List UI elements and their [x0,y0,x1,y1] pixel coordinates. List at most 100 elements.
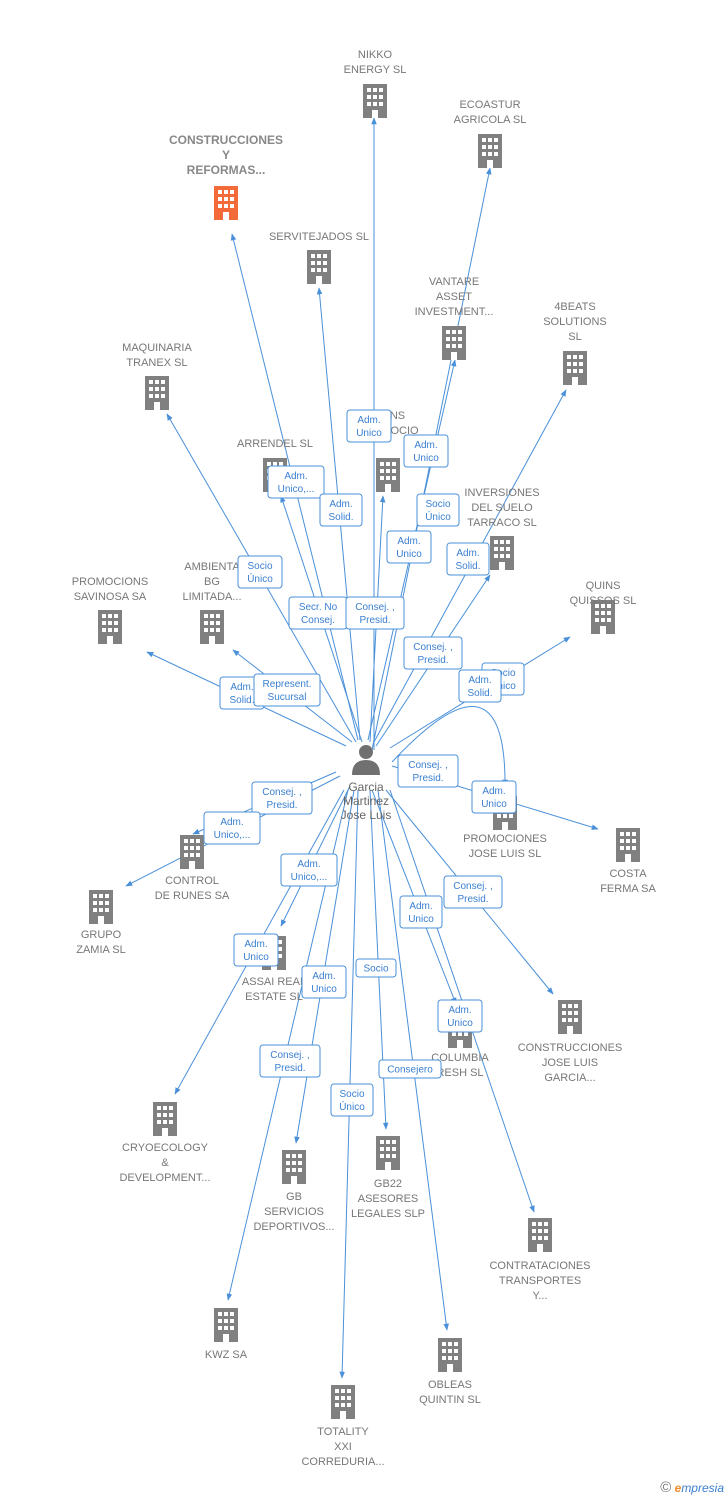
company-label[interactable]: JOSE LUIS [542,1057,598,1069]
building-icon[interactable] [98,610,122,644]
company-label[interactable]: Y... [532,1290,547,1302]
company-label[interactable]: QUINTIN SL [419,1394,481,1406]
company-label[interactable]: MAQUINARIA [122,342,192,354]
company-node-kwz[interactable]: KWZ SA [205,1308,248,1361]
company-label[interactable]: LIMITADA... [182,591,241,603]
company-label[interactable]: GARCIA... [544,1072,595,1084]
company-label[interactable]: ASSAI REAL [242,976,306,988]
company-node-costa[interactable]: COSTA FERMA SA [600,828,656,895]
company-label[interactable]: NIKKO [358,49,393,61]
company-label[interactable]: ECOASTUR [459,99,520,111]
building-icon[interactable] [490,536,514,570]
company-label[interactable]: ASESORES [358,1193,419,1205]
building-icon[interactable] [331,1385,355,1419]
company-label[interactable]: GRUPO [81,929,122,941]
company-label[interactable]: SAVINOSA SA [74,591,147,603]
company-label[interactable]: ZAMIA SL [76,944,126,956]
company-label[interactable]: INVESTMENT... [415,306,494,318]
company-label[interactable]: AGRICOLA SL [454,114,527,126]
building-icon[interactable] [376,1136,400,1170]
building-icon[interactable] [363,84,387,118]
company-label[interactable]: QUISSOS SL [570,595,637,607]
building-icon[interactable] [616,828,640,862]
company-label[interactable]: 4BEATS [554,301,595,313]
company-node-zamia[interactable]: GRUPO ZAMIA SL [76,890,126,956]
company-label[interactable]: INVERSIONES [464,487,539,499]
company-node-quins[interactable]: QUINS QUISSOS SL [570,580,637,634]
company-node-totality[interactable]: TOTALITY XXI CORREDURIA... [301,1385,385,1468]
company-label[interactable]: QUINS [586,580,621,592]
company-label[interactable]: ASSET [436,291,472,303]
company-node-servitejados[interactable]: SERVITEJADOS SL [269,231,369,284]
company-label[interactable]: OBLEAS [428,1379,472,1391]
building-icon[interactable] [282,1150,306,1184]
building-icon[interactable] [307,250,331,284]
person-name-label[interactable]: Jose Luis [341,808,392,822]
company-label[interactable]: CONSTRUCCIONES [169,133,283,147]
company-node-ambienta[interactable]: AMBIENTA BG LIMITADA... [182,561,242,644]
company-label[interactable]: PROMOCIONS [72,576,148,588]
company-node-assai[interactable]: ASSAI REAL ESTATE SL [242,936,306,1003]
company-label[interactable]: DEVELOPMENT... [119,1172,210,1184]
building-icon[interactable] [153,1102,177,1136]
company-label[interactable]: TRANSPORTES [499,1275,581,1287]
company-node-savinosa[interactable]: PROMOCIONS SAVINOSA SA [72,576,148,644]
building-icon[interactable] [438,1338,462,1372]
building-icon[interactable] [563,351,587,385]
company-node-construcciones_reformas[interactable]: CONSTRUCCIONESYREFORMAS... [169,133,283,220]
building-icon[interactable] [528,1218,552,1252]
company-label[interactable]: & [161,1157,169,1169]
person-icon[interactable] [352,760,380,775]
company-label[interactable]: GB [286,1191,302,1203]
company-label[interactable]: ENERGY SL [344,64,407,76]
company-label[interactable]: SL [568,331,581,343]
company-label[interactable]: GB22 [374,1178,402,1190]
company-label[interactable]: TARRACO SL [467,517,536,529]
building-icon[interactable] [478,134,502,168]
company-node-maquinaria[interactable]: MAQUINARIA TRANEX SL [122,342,192,410]
company-label[interactable]: PROMOCIONES [463,833,547,845]
building-icon[interactable] [558,1000,582,1034]
company-label[interactable]: DEL SUELO [471,502,533,514]
company-label[interactable]: TRANEX SL [126,357,187,369]
building-icon[interactable] [214,1308,238,1342]
company-label[interactable]: AMBIENTA [184,561,240,573]
company-label[interactable]: ESTATE SL [245,991,303,1003]
building-icon[interactable] [89,890,113,924]
company-label[interactable]: CONSTRUCCIONES [518,1042,623,1054]
company-label[interactable]: COLUMBIA [431,1052,489,1064]
company-node-arrendel[interactable]: ARRENDEL SL [237,438,313,492]
building-icon[interactable] [180,835,204,869]
person-name-label[interactable]: Martinez [343,794,389,808]
company-label[interactable]: SERVICIOS [264,1206,324,1218]
company-node-cryo[interactable]: CRYOECOLOGY&DEVELOPMENT... [119,1102,211,1184]
company-label[interactable]: FERMA SA [600,883,656,895]
company-node-4beats[interactable]: 4BEATS SOLUTIONS SL [543,301,607,385]
company-node-control[interactable]: CONTROL DE RUNES SA [155,835,230,902]
building-icon[interactable] [376,458,400,492]
building-icon[interactable] [214,186,238,220]
company-label[interactable]: DEPORTIVOS... [253,1221,334,1233]
company-label[interactable]: CONTROL [165,875,219,887]
company-node-gb[interactable]: GB SERVICIOS DEPORTIVOS... [253,1150,335,1233]
person-icon-head[interactable] [359,745,373,759]
building-icon[interactable] [442,326,466,360]
company-node-ecoastur[interactable]: ECOASTUR AGRICOLA SL [454,99,527,168]
company-label[interactable]: BG [204,576,220,588]
company-label[interactable]: DE RUNES SA [155,890,230,902]
building-icon[interactable] [200,610,224,644]
company-label[interactable]: ARRENDEL SL [237,438,313,450]
company-label[interactable]: SOLUTIONS [543,316,607,328]
company-label[interactable]: KWZ SA [205,1349,248,1361]
company-node-obleas[interactable]: OBLEAS QUINTIN SL [419,1338,481,1406]
company-label[interactable]: COSTA [609,868,647,880]
company-label[interactable]: TOTALITY [317,1426,369,1438]
company-label[interactable]: JOSE LUIS SL [469,848,542,860]
company-node-vantare[interactable]: VANTAREASSETINVESTMENT... [415,276,494,360]
company-label[interactable]: XXI [334,1441,352,1453]
company-label[interactable]: SERVITEJADOS SL [269,231,369,243]
company-label[interactable]: CORREDURIA... [301,1456,384,1468]
